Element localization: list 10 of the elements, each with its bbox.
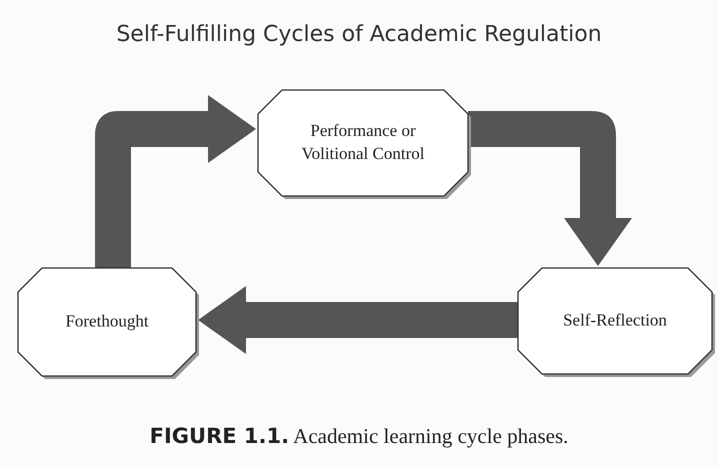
octagon-box (18, 268, 196, 376)
phase-label: Performance or Volitional Control (300, 120, 426, 165)
block-arrow (198, 286, 518, 354)
phase-label: Self-Reflection (562, 310, 668, 332)
figure-caption: FIGURE 1.1. Academic learning cycle phases. (148, 424, 570, 449)
octagon-box (258, 90, 468, 196)
block-arrow (465, 111, 632, 266)
phase-label: Forethought (64, 310, 150, 333)
diagram-title: Self-Fulfilling Cycles of Academic Regulation (115, 22, 603, 47)
octagon-box (518, 268, 712, 374)
